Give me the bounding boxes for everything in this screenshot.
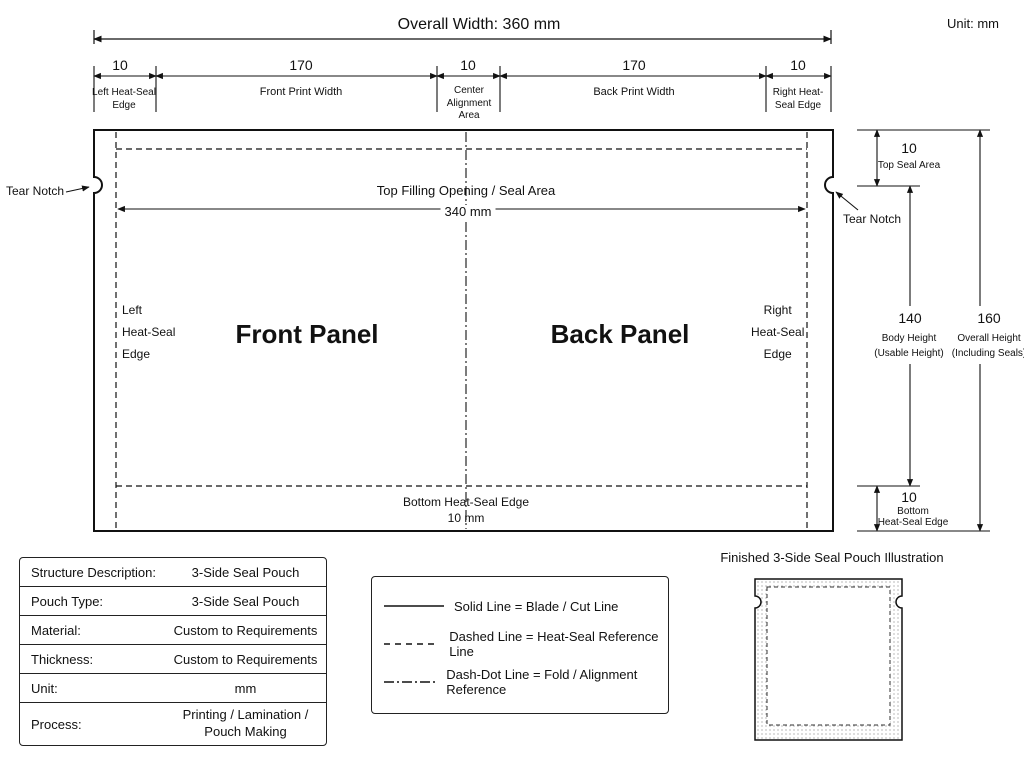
dim-center-value: 10 — [460, 57, 476, 73]
table-row: Process: Printing / Lamination / Pouch M… — [20, 703, 326, 745]
tear-notch-right-pointer — [835, 191, 859, 211]
bottom-seal-dim-value: 10 — [901, 489, 917, 505]
dim-front-width-value: 170 — [289, 57, 313, 73]
bottom-seal-value: 10 mm — [447, 511, 485, 525]
table-row: Thickness: Custom to Requirements — [20, 645, 326, 674]
spec-value: mm — [234, 680, 257, 696]
spec-value: Printing / Lamination / Pouch Making — [182, 707, 309, 739]
table-row: Material: Custom to Requirements — [20, 616, 326, 645]
left-seal-label: Left Heat-Seal Edge — [122, 303, 176, 362]
bottom-seal-dim-label: Bottom Heat-Seal Edge — [877, 506, 949, 528]
spec-table: Structure Description: 3-Side Seal Pouch… — [19, 557, 327, 746]
spec-label: Pouch Type: — [31, 593, 104, 609]
dim-left-seal-value: 10 — [112, 57, 128, 73]
dim-left-seal-label: Left Heat-Seal Edge — [92, 87, 156, 111]
solid-line-icon — [384, 605, 444, 607]
tear-notch-left-pointer — [65, 185, 90, 193]
top-filling-label: Top Filling Opening / Seal Area — [376, 183, 556, 198]
body-height-value: 140 — [898, 310, 922, 326]
dash-dot-line-icon — [384, 681, 437, 683]
dim-right-seal-value: 10 — [790, 57, 806, 73]
heat-seal-reference-lines — [115, 132, 808, 529]
right-height-dimensions — [857, 129, 990, 532]
legend-text: Solid Line = Blade / Cut Line — [454, 598, 619, 614]
spec-value: Custom to Requirements — [173, 651, 318, 667]
table-row: Pouch Type: 3-Side Seal Pouch — [20, 587, 326, 616]
spec-label: Unit: — [31, 680, 58, 696]
dim-back-width-value: 170 — [622, 57, 646, 73]
overall-width-dimension — [93, 30, 832, 44]
inner-width-label: 340 mm — [440, 204, 496, 220]
front-panel-label: Front Panel — [235, 319, 379, 349]
cut-line-outline — [93, 129, 834, 532]
spec-label: Structure Description: — [31, 564, 156, 580]
dim-back-width-label: Back Print Width — [593, 86, 675, 98]
legend-item-dashdot: Dash-Dot Line = Fold / Alignment Referen… — [372, 667, 668, 697]
line-legend: Solid Line = Blade / Cut Line Dashed Lin… — [371, 576, 669, 714]
overall-height-value: 160 — [977, 310, 1001, 326]
spec-value: 3-Side Seal Pouch — [191, 593, 300, 609]
top-seal-value: 10 — [901, 140, 917, 156]
overall-width-label: Overall Width: 360 mm — [397, 16, 561, 33]
legend-text: Dashed Line = Heat-Seal Reference Line — [449, 629, 659, 659]
table-row: Structure Description: 3-Side Seal Pouch — [20, 558, 326, 587]
dim-center-label: Center Alignment Area — [446, 85, 492, 121]
right-seal-label: Right Heat-Seal Edge — [751, 303, 805, 362]
bottom-seal-label: Bottom Heat-Seal Edge — [402, 495, 530, 509]
tear-notch-left-label: Tear Notch — [6, 184, 65, 198]
dim-right-seal-label: Right Heat- Seal Edge — [772, 87, 824, 111]
illustration-title: Finished 3-Side Seal Pouch Illustration — [720, 550, 944, 565]
tear-notch-right-label: Tear Notch — [843, 212, 902, 226]
top-seal-label: Top Seal Area — [877, 160, 941, 171]
legend-item-dashed: Dashed Line = Heat-Seal Reference Line — [372, 629, 668, 659]
dim-front-width-label: Front Print Width — [259, 86, 343, 98]
spec-label: Process: — [31, 716, 82, 732]
legend-item-solid: Solid Line = Blade / Cut Line — [372, 596, 618, 616]
finished-pouch-illustration — [754, 578, 903, 741]
unit-label: Unit: mm — [947, 16, 999, 31]
dashed-line-icon — [384, 643, 440, 645]
body-height-label: Body Height (Usable Height) — [874, 333, 944, 359]
spec-value: Custom to Requirements — [173, 622, 318, 638]
spec-label: Material: — [31, 622, 81, 638]
table-row: Unit: mm — [20, 674, 326, 703]
spec-label: Thickness: — [31, 651, 94, 667]
legend-text: Dash-Dot Line = Fold / Alignment Referen… — [446, 667, 638, 697]
segment-dimensions — [93, 66, 832, 112]
spec-value: 3-Side Seal Pouch — [191, 564, 300, 580]
overall-height-label: Overall Height (Including Seals) — [951, 333, 1024, 359]
back-panel-label: Back Panel — [550, 319, 690, 349]
